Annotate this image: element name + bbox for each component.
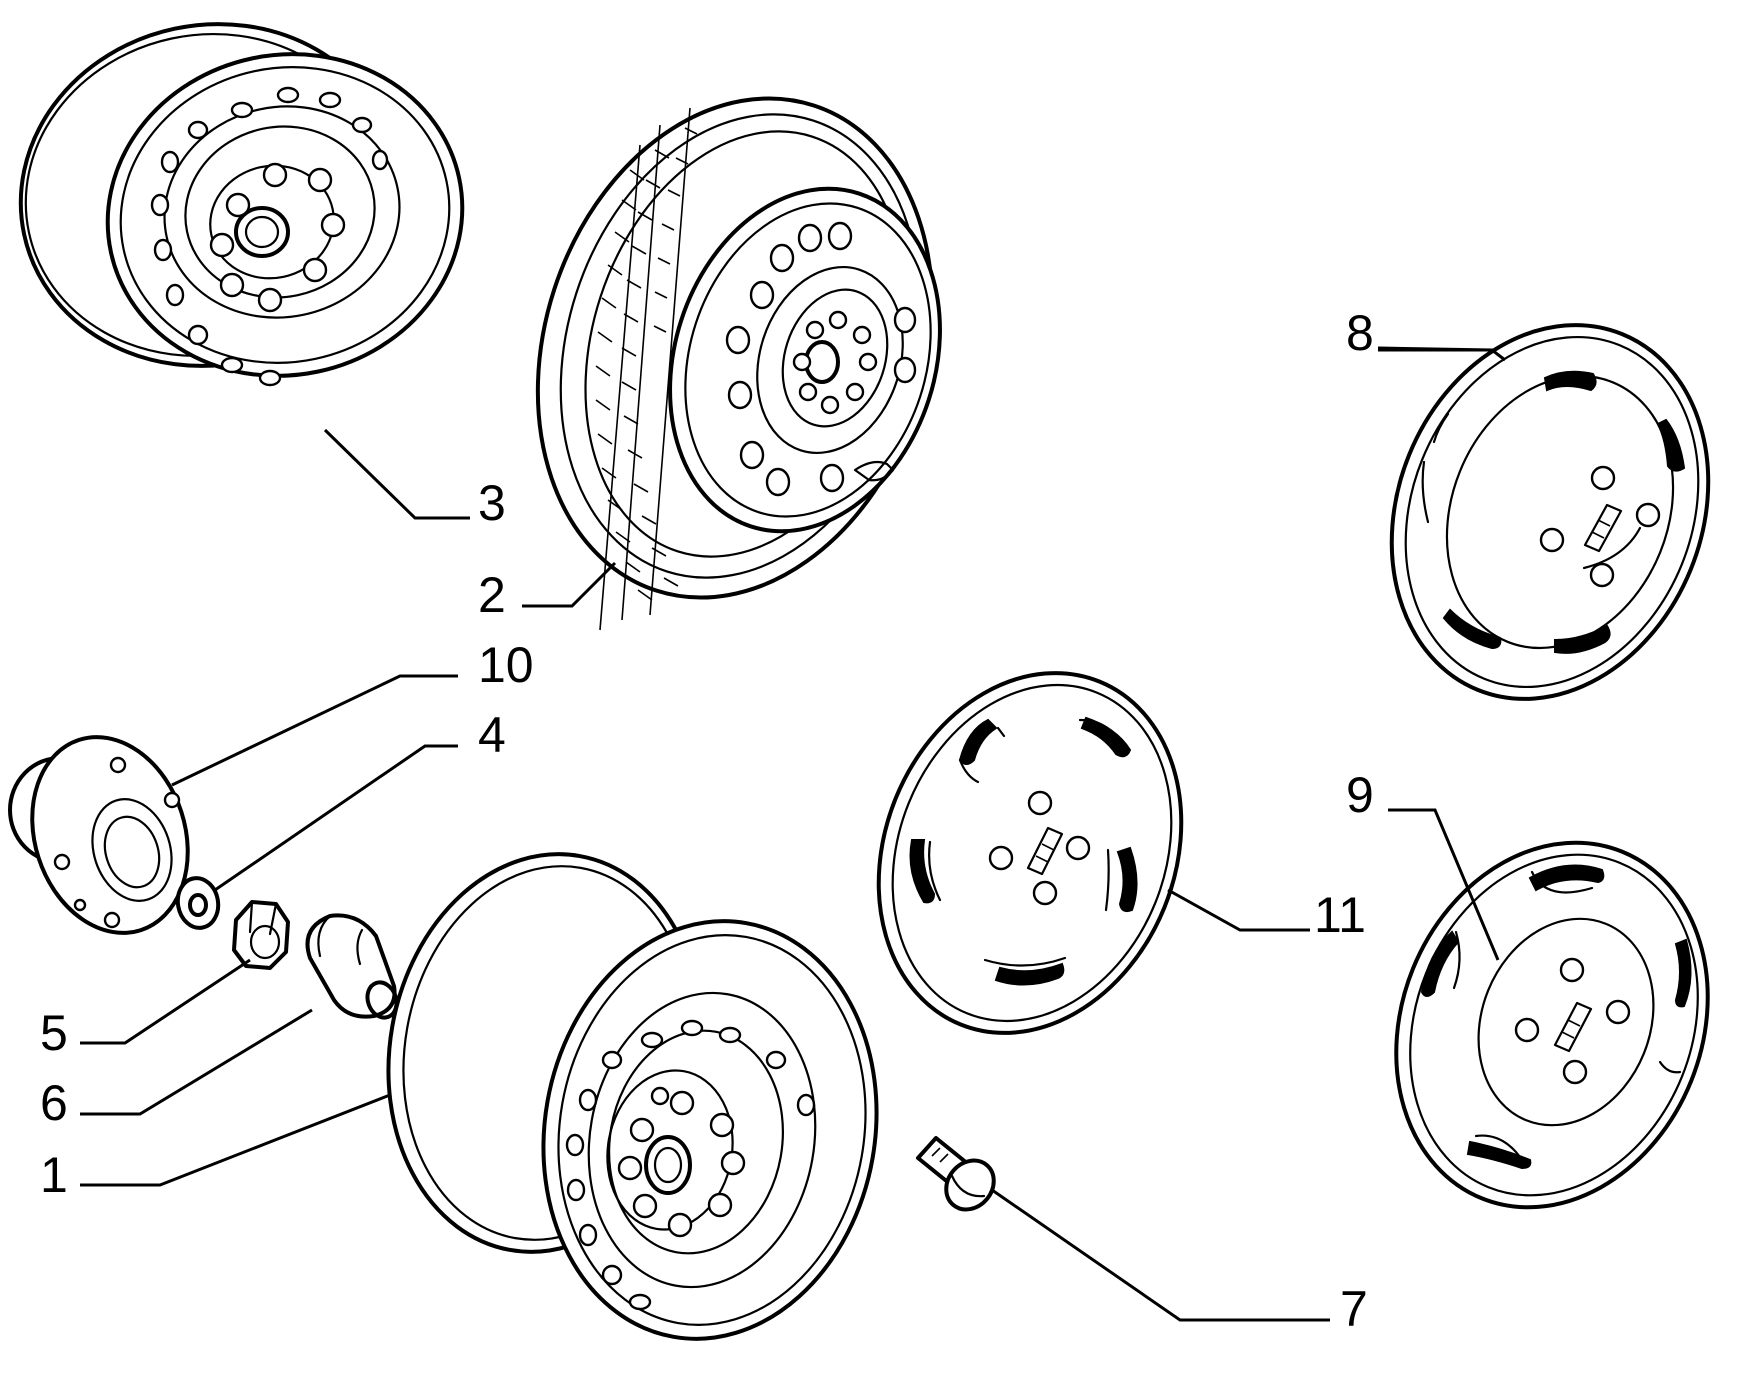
callout-3: 3 xyxy=(478,475,506,531)
washer-part-4 xyxy=(175,876,221,930)
callout-8: 8 xyxy=(1346,305,1374,361)
bolt-cap-part-6 xyxy=(305,913,399,1020)
callout-2: 2 xyxy=(478,567,506,623)
callout-6: 6 xyxy=(40,1075,68,1131)
callout-11: 11 xyxy=(1314,887,1366,943)
hubcap-part-8 xyxy=(1389,323,1711,701)
callout-labels: 3 2 8 10 4 9 11 5 6 1 7 xyxy=(40,305,1374,1337)
steel-rim-part-1 xyxy=(386,852,879,1341)
hubcap-part-9 xyxy=(1394,840,1710,1210)
callout-7: 7 xyxy=(1340,1281,1368,1337)
hubcap-part-11 xyxy=(876,671,1184,1035)
callout-10: 10 xyxy=(478,637,534,693)
leader-lines xyxy=(80,346,1506,1322)
steel-rim-part-3 xyxy=(18,22,465,387)
callout-9: 9 xyxy=(1346,767,1374,823)
nut-part-5 xyxy=(232,900,290,970)
wheel-hub-part-10 xyxy=(8,735,190,935)
callout-5: 5 xyxy=(40,1005,68,1061)
valve-stem-part-7 xyxy=(916,1136,996,1212)
callout-4: 4 xyxy=(478,707,506,763)
tyre-wheel-part-2 xyxy=(535,96,942,631)
callout-1: 1 xyxy=(40,1147,68,1203)
